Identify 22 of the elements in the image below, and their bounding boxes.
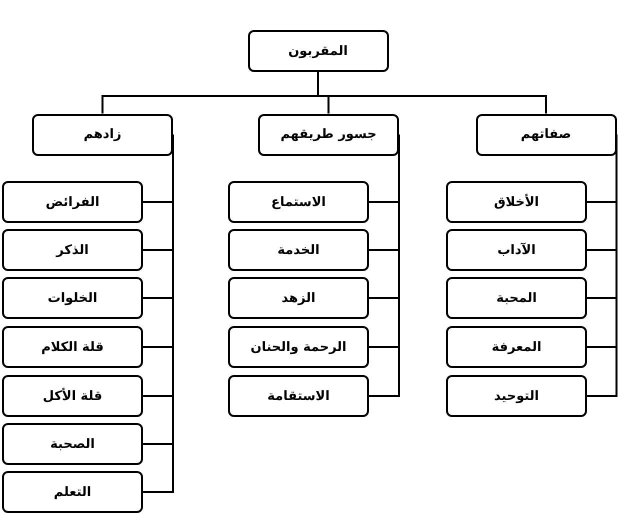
item-box: الآداب bbox=[446, 229, 587, 271]
item-box: الخلوات bbox=[2, 277, 143, 319]
item-box: الزهد bbox=[228, 277, 369, 319]
item-box: الذكر bbox=[2, 229, 143, 271]
item-box: المحبة bbox=[446, 277, 587, 319]
category-box: صفاتهم bbox=[476, 114, 616, 156]
item-box: المعرفة bbox=[446, 326, 587, 368]
item-box: قلة الأكل bbox=[2, 375, 143, 417]
item-box: التوحيد bbox=[446, 375, 587, 417]
item-box: الخدمة bbox=[228, 229, 369, 271]
connector bbox=[102, 72, 319, 114]
item-box: الصحبة bbox=[2, 423, 143, 465]
category-box: زادهم bbox=[32, 114, 173, 156]
category-box: جسور طريقهم bbox=[258, 114, 399, 156]
item-box: الأخلاق bbox=[446, 181, 587, 223]
item-box: الفرائض bbox=[2, 181, 143, 223]
item-box: التعلم bbox=[2, 471, 143, 513]
item-box: الرحمة والحنان bbox=[228, 326, 369, 368]
item-box: الاستماع bbox=[228, 181, 369, 223]
item-box: قلة الكلام bbox=[2, 326, 143, 368]
item-box: الاستقامة bbox=[228, 375, 369, 417]
root-box: المقربون bbox=[248, 30, 388, 72]
